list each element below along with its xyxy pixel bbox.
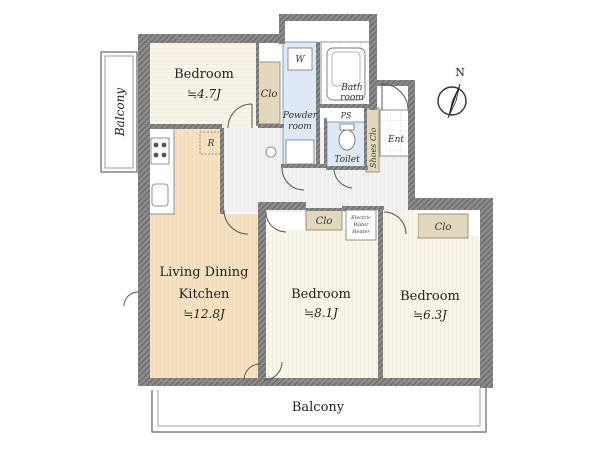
north-label: N [455,66,465,79]
bedroom-mid-size: ≒8.1J [304,306,339,320]
ldk-size: ≒12.8J [183,307,226,321]
powder-label-line1: Powder [282,111,318,121]
closet-right-label: Clo [435,222,452,233]
bedroom-right-label: Bedroom [400,289,460,304]
bath-label-line2: room [340,93,364,103]
bedroom-top-size: ≒4.7J [187,87,222,101]
bedroom-top-label: Bedroom [174,67,234,82]
toilet-label: Toilet [334,155,360,165]
balcony-left [100,51,138,173]
entrance-label: Ent [387,135,404,145]
fixtures [150,47,366,207]
bedroom-mid-floor [264,230,382,380]
shoes-closet-label: Shoes Clo [369,127,378,168]
water-heater-label-2: Water [353,222,369,228]
balcony-left-label: Balcony [113,88,127,137]
right-bedroom-hall [382,212,418,236]
ldk-label-line2: Kitchen [179,287,230,302]
ldk-label-line1: Living Dining [160,265,249,280]
bedroom-right-size: ≒6.3J [413,308,448,322]
balcony-bottom [151,388,487,433]
bath-label-line1: Bath [340,83,362,93]
balcony-bottom-label: Balcony [292,400,345,415]
fridge-label: R [207,139,215,149]
washer-label: W [295,55,305,65]
ps-label: PS [340,111,352,120]
powder-label-line2: room [288,122,312,132]
ldk-floor-lower [222,214,262,380]
walls [138,14,493,388]
north-compass-icon: N [437,66,467,119]
doors [123,83,409,381]
windows [160,37,468,382]
bedroom-right-floor [382,236,480,380]
water-heater-label-1: Electric [350,215,371,221]
closet-top-label: Clo [261,89,278,100]
water-heater-label-3: Heater [351,229,370,235]
entrance-floor [379,109,413,157]
bedroom-mid-label: Bedroom [291,287,351,302]
bedroom-top-floor [150,42,260,128]
closet-mid-label: Clo [316,216,333,227]
